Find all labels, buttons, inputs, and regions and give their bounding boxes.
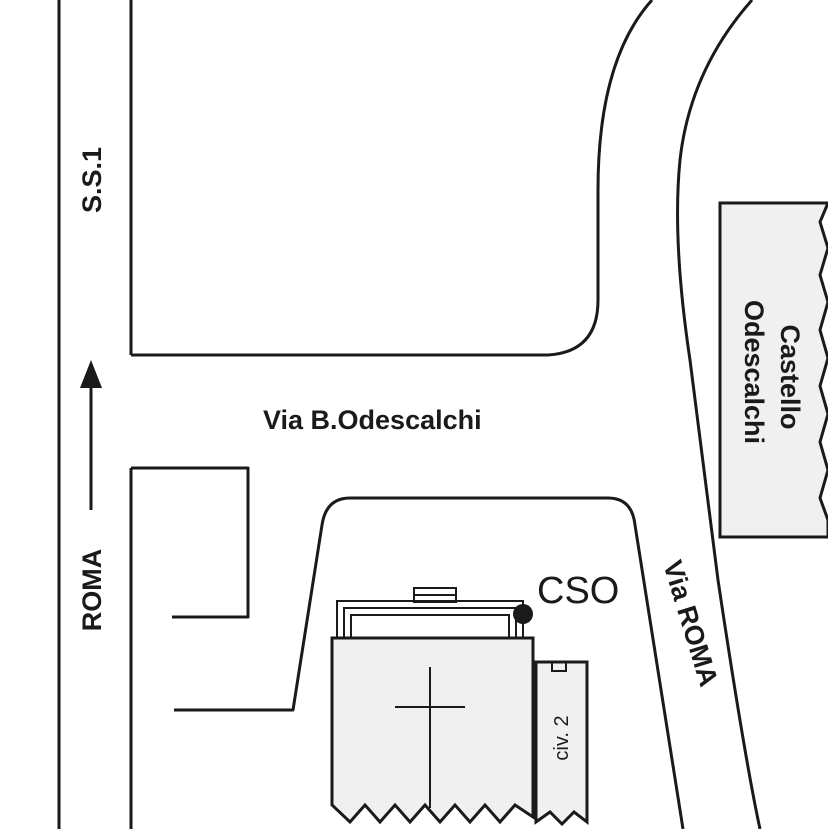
- cross-icon: [395, 667, 465, 808]
- civ2-notch: [551, 661, 567, 672]
- via-roma-label: Via ROMA: [657, 557, 724, 690]
- roma-left-label: ROMA: [77, 549, 107, 632]
- small-block-outline: [131, 466, 250, 619]
- church-porch-outer: [336, 600, 524, 639]
- location-dot-icon: [513, 604, 533, 624]
- upper-block-outline: [131, 0, 654, 357]
- ss1-label: S.S.1: [77, 147, 107, 213]
- castello-building: [718, 201, 828, 539]
- church-building: [330, 636, 535, 825]
- church-porch-inner: [350, 614, 510, 639]
- cso-label: CSO: [537, 570, 619, 612]
- via-roma-east-edge: [676, 0, 762, 829]
- civ2-label: civ. 2: [551, 715, 573, 760]
- castello-label-line1: Castello: [775, 324, 805, 429]
- castello-label-line2: Odescalchi: [739, 300, 769, 444]
- church-porch-middle: [343, 607, 517, 639]
- lower-block-outline: [174, 496, 685, 829]
- civ2-building: [534, 660, 589, 827]
- arrow-up-icon: [80, 360, 102, 510]
- via-odescalchi-label: Via B.Odescalchi: [263, 405, 482, 435]
